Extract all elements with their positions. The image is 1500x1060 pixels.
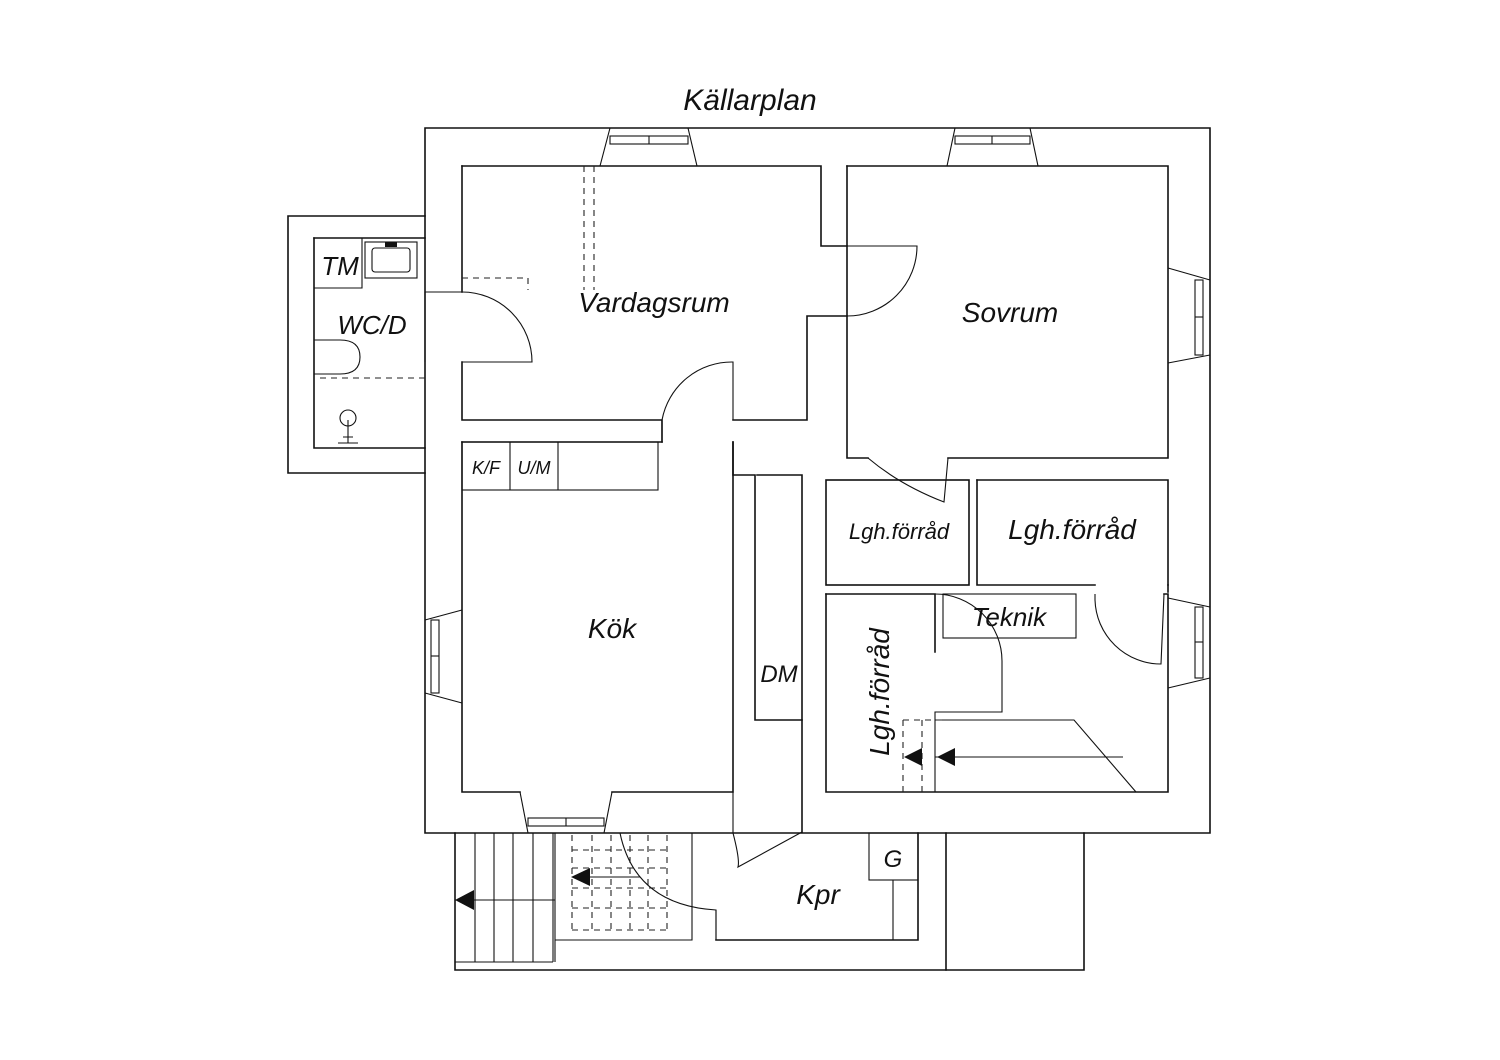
room-wc — [313, 237, 426, 449]
label-wc: WC/D — [337, 310, 406, 340]
label-kok: Kök — [588, 613, 638, 644]
label-forrad-vertical: Lgh.förråd — [864, 627, 895, 756]
label-tm: TM — [321, 251, 359, 281]
label-teknik: Teknik — [972, 602, 1048, 632]
label-forrad-large: Lgh.förråd — [1008, 514, 1137, 545]
windows — [424, 127, 1211, 834]
label-kf: K/F — [472, 458, 501, 478]
label-dm: DM — [760, 661, 797, 688]
room-sovrum — [846, 165, 1169, 503]
label-vardagsrum: Vardagsrum — [578, 287, 729, 318]
plan-title: Källarplan — [683, 84, 816, 117]
label-sovrum: Sovrum — [962, 297, 1058, 328]
room-kok — [461, 441, 803, 869]
outer-walls — [287, 127, 1211, 971]
room-forrad — [825, 479, 1169, 793]
label-forrad-small: Lgh.förråd — [849, 519, 950, 544]
room-kpr — [455, 832, 919, 963]
label-g: G — [884, 846, 903, 873]
label-um: U/M — [518, 458, 551, 478]
label-kpr: Kpr — [796, 879, 841, 910]
room-vardagsrum — [425, 165, 918, 443]
